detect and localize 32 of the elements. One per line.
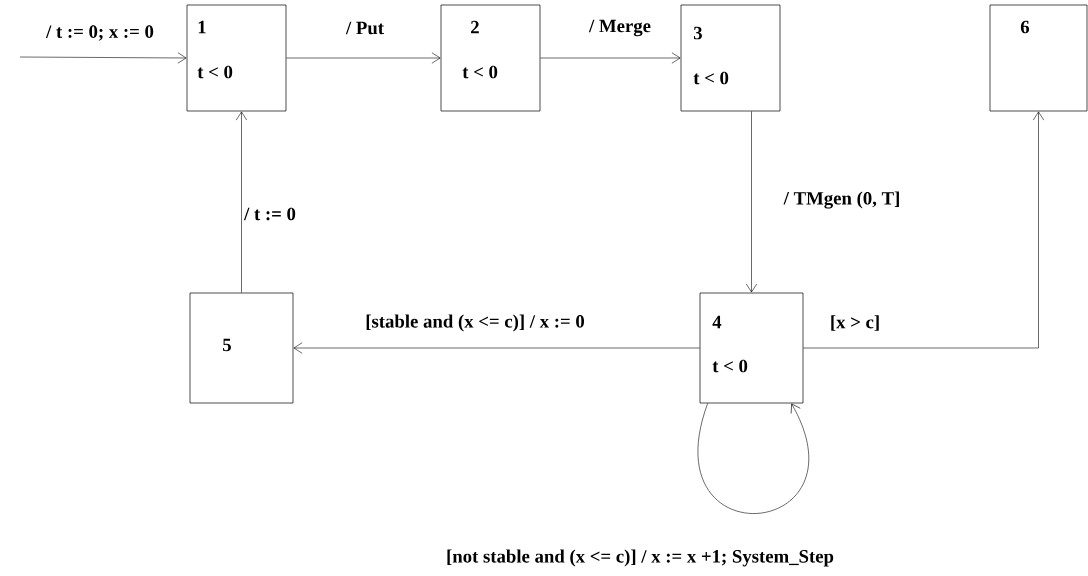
state-box [189,292,294,404]
state-invariant: t < 0 [693,71,729,85]
state-box [680,4,781,112]
state-invariant: t < 0 [462,65,498,79]
arrow [540,52,681,64]
state-number: 4 [712,315,722,329]
edge-label: / t := 0 [242,206,298,222]
arrow [698,403,809,514]
edge-label: / Put [344,20,386,36]
state-invariant: t < 0 [712,359,748,373]
state-invariant: t < 0 [197,65,233,79]
state-box [989,4,1088,112]
edge-label: [x > c] [828,314,882,332]
arrow [293,342,700,354]
edge-label: / Merge [587,18,653,38]
edge-label: [stable and (x <= c)] / x := 0 [364,313,586,333]
arrow [745,111,758,293]
edge-label: / t := 0; x := 0 [44,24,156,42]
edge-label: [not stable and (x <= c)] / x := x +1; System_Step [444,548,836,568]
state-box [186,4,287,112]
arrow [286,52,441,64]
state-number: 3 [693,26,702,40]
state-number: 2 [471,20,479,34]
arrow [803,111,1045,349]
state-box [440,4,541,112]
arrow [235,111,248,293]
state-number: 6 [1020,20,1030,34]
state-number: 5 [223,338,231,352]
state-number: 1 [198,20,206,34]
state-box [699,292,804,404]
edge-label: / TMgen (0, T] [782,190,902,210]
arrow [19,52,187,64]
